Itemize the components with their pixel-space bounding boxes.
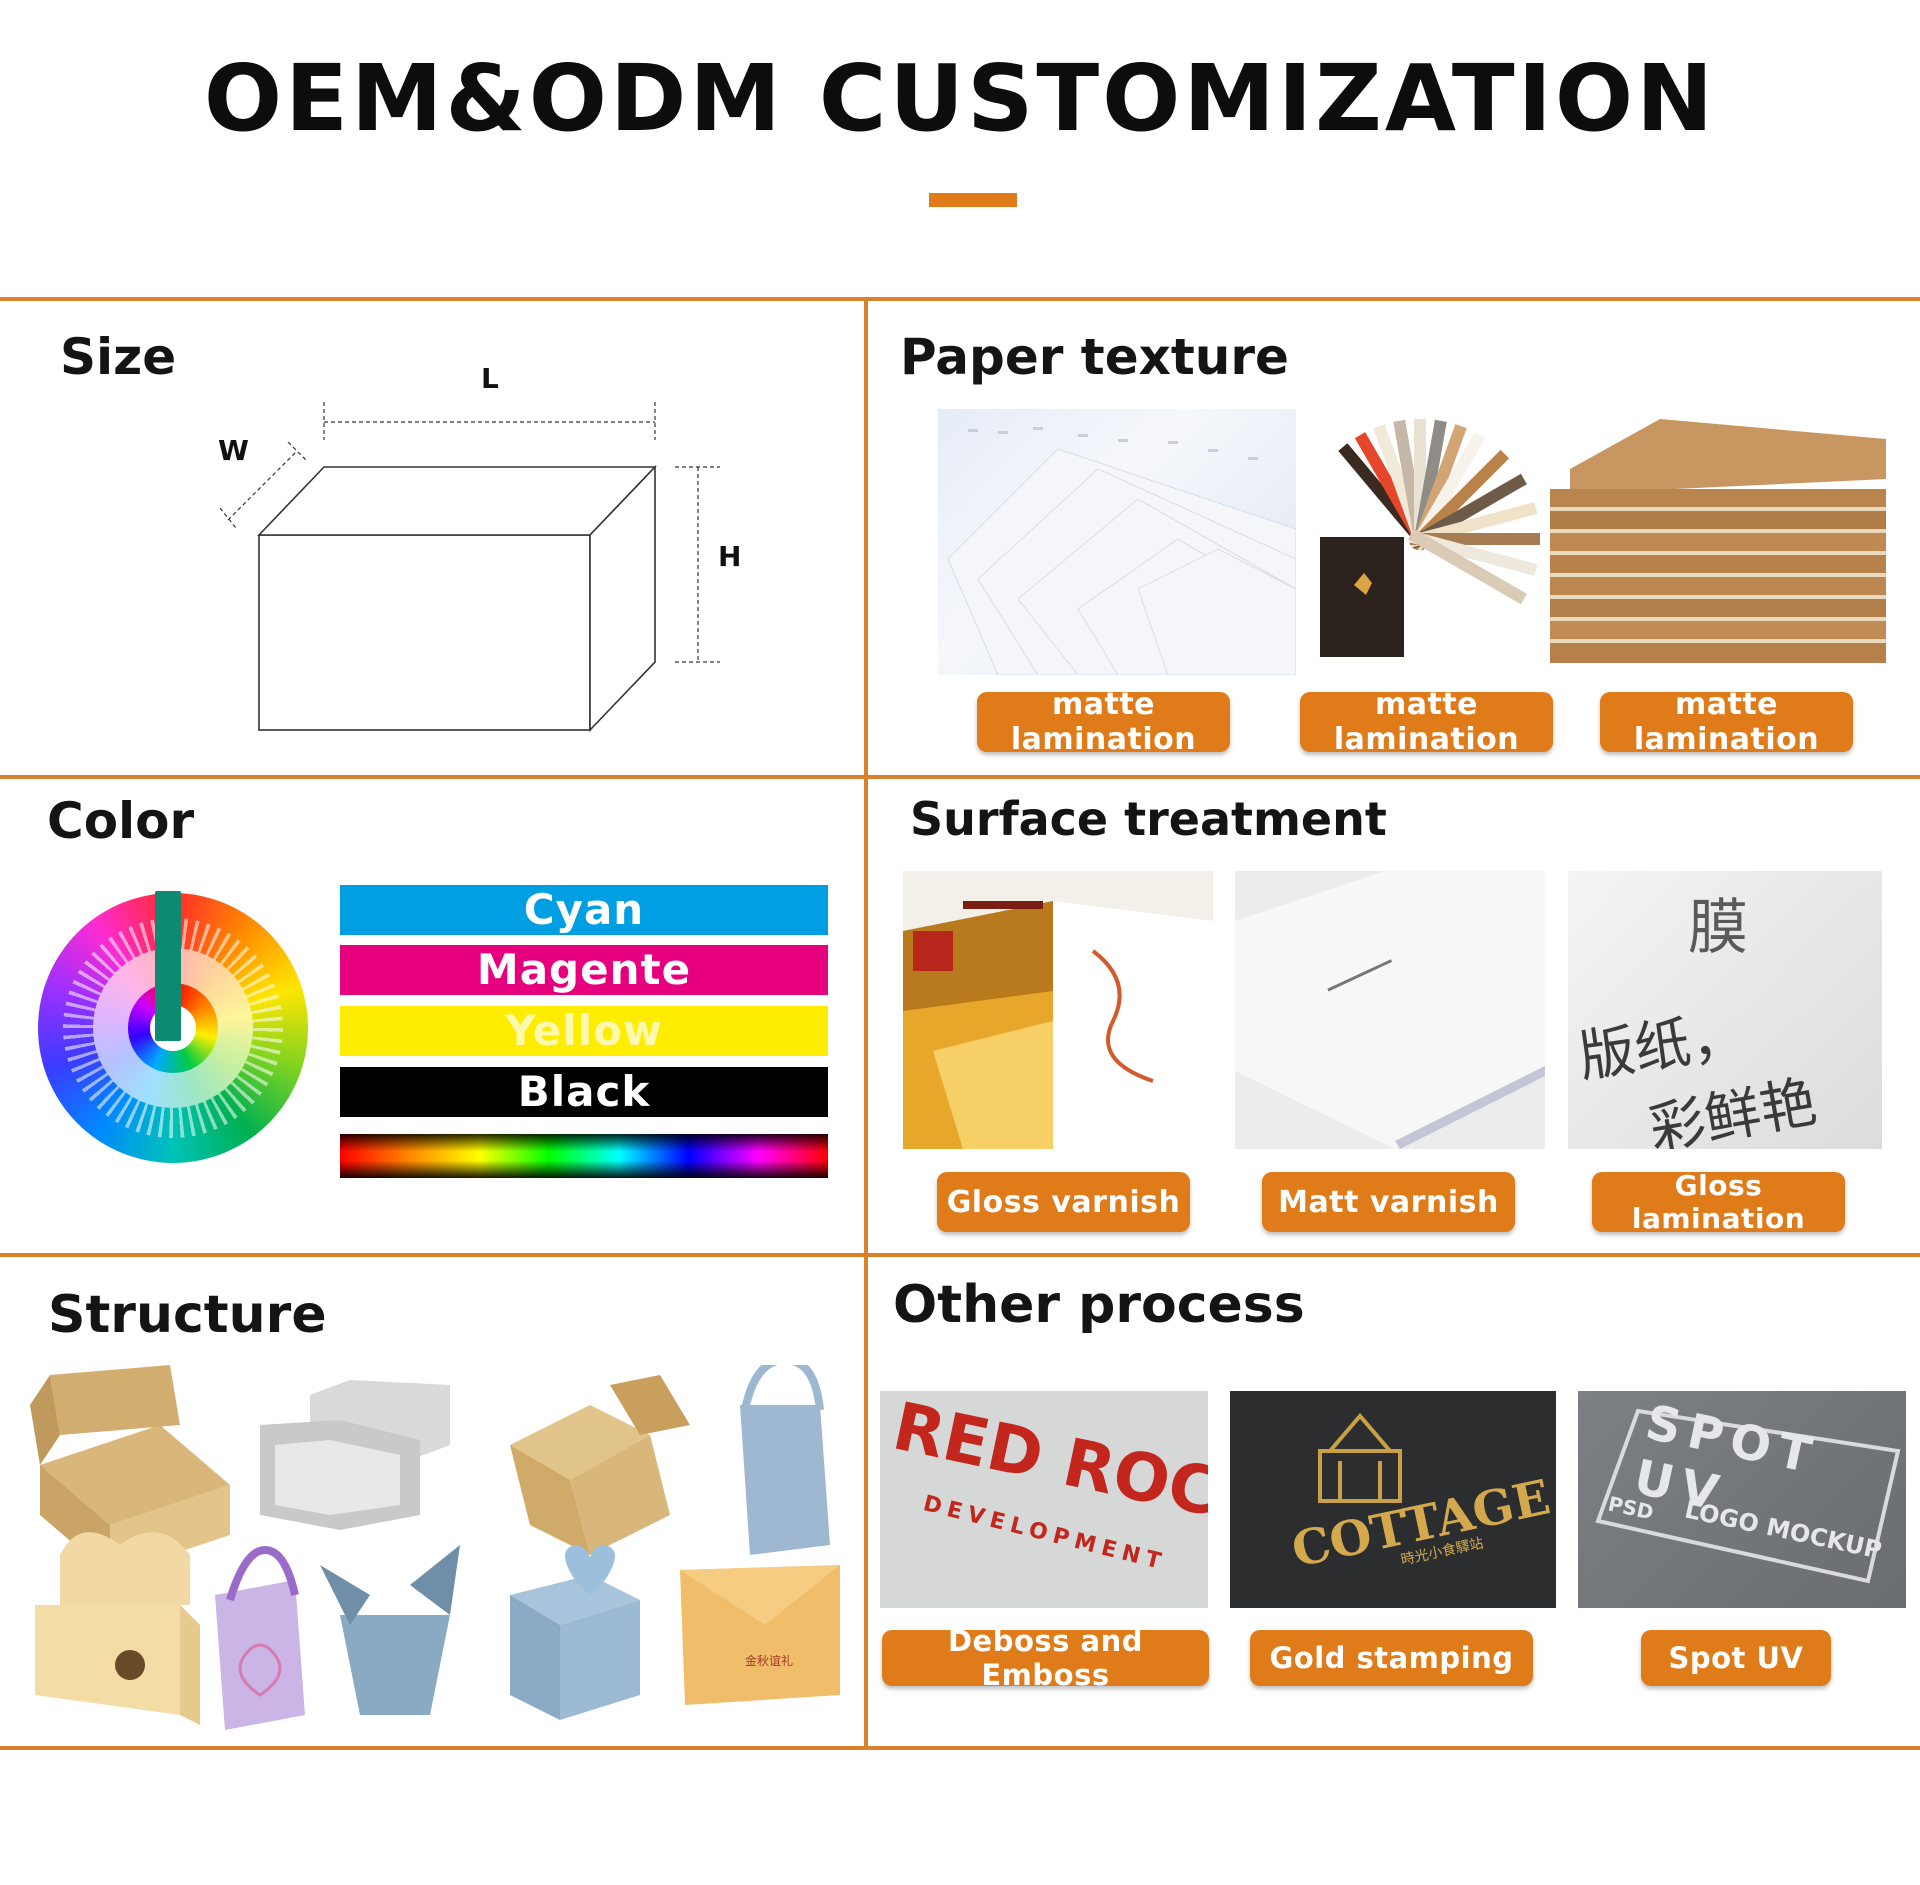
other-label-gold-stamping: Gold stamping [1250,1630,1533,1686]
color-wheel-icon [38,891,308,1163]
spot-uv-photo: SPOT UV PSD LOGO MOCKUP [1578,1391,1906,1608]
display-box-icon [35,1532,200,1725]
envelope-print-text: 金秋谊礼 [745,1653,793,1668]
size-section-title: Size [60,328,177,386]
purple-bag-icon [215,1545,305,1730]
envelope-icon [680,1565,840,1705]
surface-label-matt-varnish: Matt varnish [1262,1172,1515,1232]
grid-line-row3 [0,1253,1920,1257]
white-paper-stack-photo [938,409,1296,675]
title-accent-bar [929,193,1017,207]
cyan-bar: Cyan [340,885,828,935]
lid-box-icon [260,1380,450,1530]
rainbow-spectrum-bar [340,1134,828,1178]
grid-line-row2 [0,775,1920,779]
dim-height-label: H [718,540,742,573]
paper-section-title: Paper texture [900,328,1289,386]
other-label-deboss-emboss: Deboss and Emboss [882,1624,1209,1692]
box-dimension-diagram [219,402,720,732]
black-bar: Black [340,1067,828,1117]
blue-bag-icon [740,1365,830,1555]
surface-section-title: Surface treatment [910,792,1387,846]
magenta-bar: Magente [340,945,828,995]
corrugated-board-stack-photo [1550,409,1886,675]
grid-line-top [0,297,1920,301]
dim-length-label: L [481,362,499,395]
gloss-lamination-photo-text-1: 膜 [1688,893,1748,963]
paper-swatch-fan-photo [1310,409,1542,675]
color-section-title: Color [47,792,195,850]
structure-box-gallery: 金秋谊礼 [30,1365,840,1730]
paper-label-2: matte lamination [1300,687,1553,757]
gloss-lamination-text-photo: 膜 版纸， 彩鲜艳 [1568,871,1882,1149]
matt-varnish-cover-photo [1235,871,1545,1149]
surface-label-gloss-varnish: Gloss varnish [937,1172,1190,1232]
paper-label-3: matte lamination [1600,687,1853,757]
grid-line-bottom [0,1746,1920,1750]
grid-line-vertical [864,299,868,1749]
other-section-title: Other process [893,1275,1305,1335]
dim-width-label: W [218,434,249,467]
tuck-end-box-icon [510,1375,690,1555]
other-label-spot-uv: Spot UV [1641,1630,1831,1686]
deboss-emboss-photo: RED ROCKE DEVELOPMENT [880,1391,1208,1608]
gold-stamping-photo: COTTAGE 時光小食驛站 [1230,1391,1556,1608]
paper-label-1: matte lamination [977,687,1230,757]
gloss-varnish-book-photo [903,871,1213,1149]
structure-section-title: Structure [48,1285,327,1345]
page-title: OEM&ODM CUSTOMIZATION [203,45,1717,152]
surface-label-gloss-lamination: Gloss lamination [1592,1169,1845,1235]
yellow-bar: Yellow [340,1006,828,1056]
takeout-box-icon [320,1545,460,1715]
heart-cube-box-icon [510,1545,640,1720]
